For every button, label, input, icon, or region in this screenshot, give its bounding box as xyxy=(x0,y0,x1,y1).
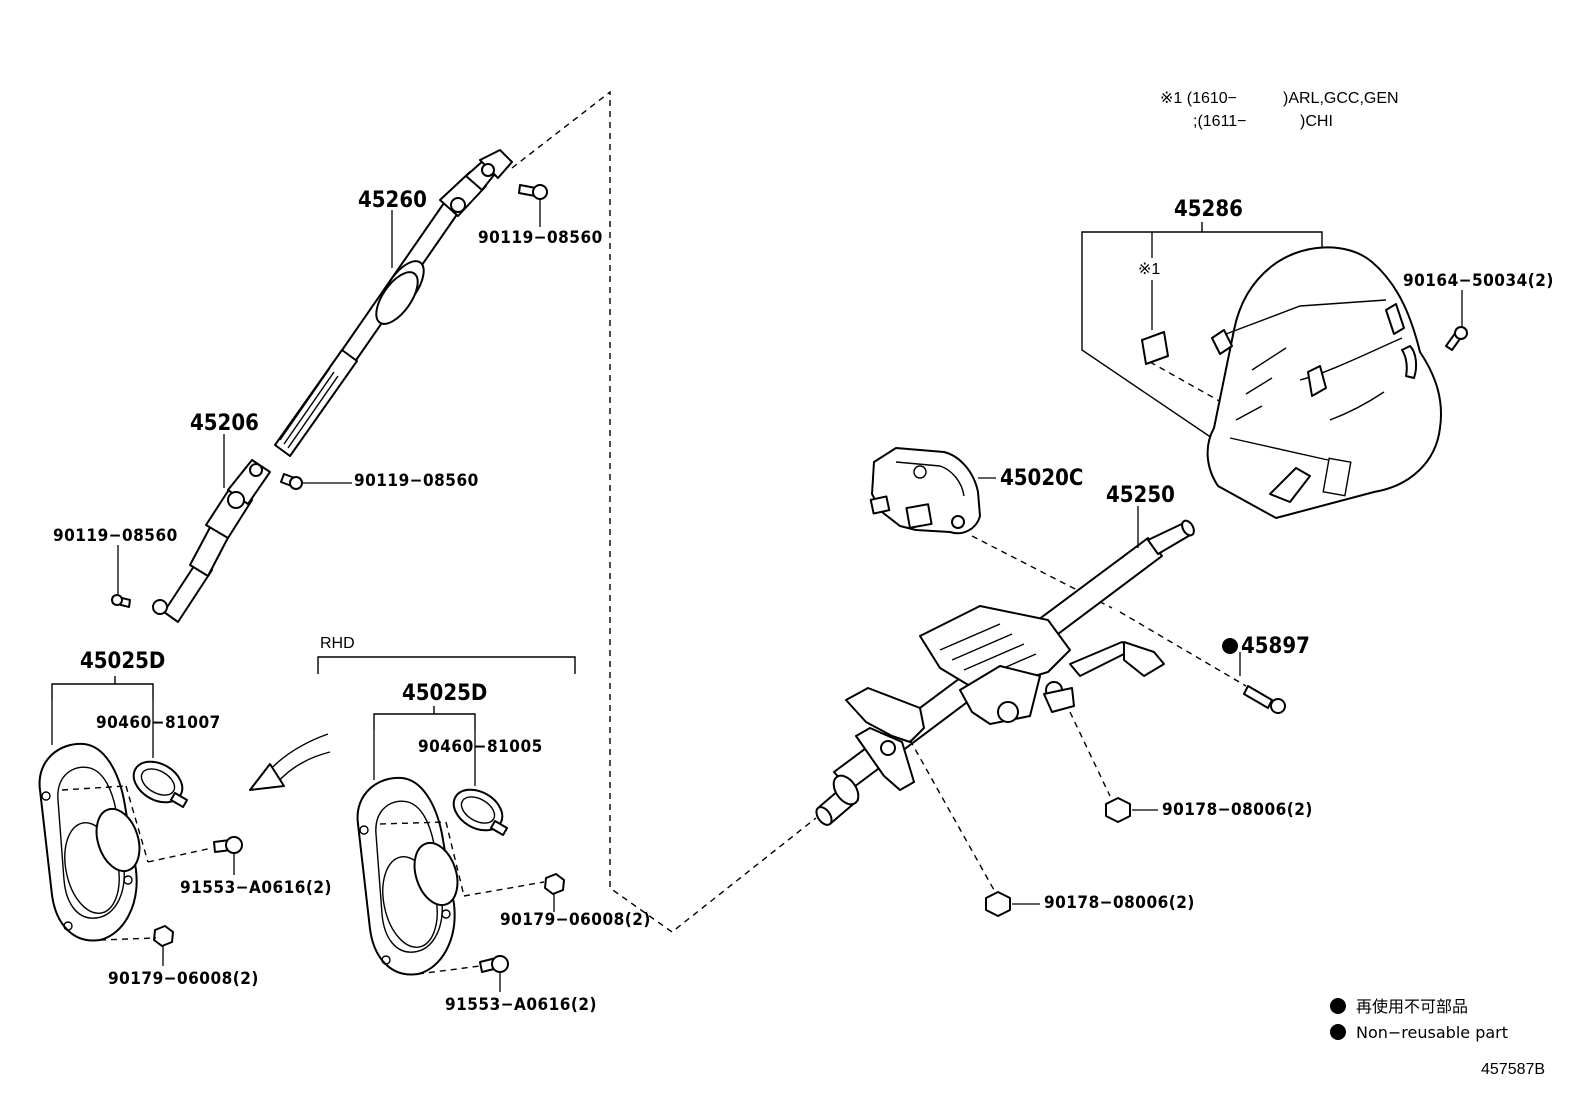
label-90179-06008-right: 90179−06008(2) xyxy=(500,910,651,930)
lock-assembly-45020c xyxy=(869,447,1113,609)
nut-icon xyxy=(544,873,565,895)
rhd-bracket xyxy=(317,656,576,674)
filled-dot-icon xyxy=(1222,638,1238,654)
label-sticker xyxy=(1141,331,1169,365)
label-45286: 45286 xyxy=(1174,197,1243,222)
legend-item-cn: 再使用不可部品 xyxy=(1356,997,1468,1016)
label-91553-a0616-left: 91553−A0616(2) xyxy=(180,878,332,898)
note-line1-mark: ※1 (1610− xyxy=(1160,90,1237,107)
label-90164-50034: 90164−50034(2) xyxy=(1403,271,1554,291)
column-hole-cover-rhd xyxy=(356,706,565,992)
note-line1-codes: )ARL,GCC,GEN xyxy=(1283,90,1399,107)
legend-item-en: Non−reusable part xyxy=(1356,1023,1508,1042)
intermediate-shaft-45260 xyxy=(274,149,548,457)
label-91553-a0616-right: 91553−A0616(2) xyxy=(445,995,597,1015)
label-90179-06008-left: 90179−06008(2) xyxy=(108,969,259,989)
clamp-icon xyxy=(452,788,509,836)
column-cover-45286 xyxy=(1081,222,1468,519)
label-45025d-right: 45025D xyxy=(402,681,487,706)
lower-shaft-45206 xyxy=(111,434,352,623)
bolt-icon xyxy=(280,473,303,490)
legend: 再使用不可部品 Non−reusable part xyxy=(1330,997,1508,1042)
label-90178-08006-upper: 90178−08006(2) xyxy=(1162,800,1313,820)
universal-joint-top xyxy=(439,149,513,217)
label-rhd: RHD xyxy=(320,635,355,652)
label-45020c: 45020C xyxy=(1000,466,1083,491)
screw-icon xyxy=(1445,326,1468,351)
nut-icon xyxy=(1105,797,1131,823)
label-90119-08560-top: 90119−08560 xyxy=(478,228,603,248)
applicability-note: ※1 (1610− )ARL,GCC,GEN ;(1611− )CHI xyxy=(1160,90,1399,130)
bolt-icon xyxy=(479,955,509,973)
arrow-icon xyxy=(249,733,331,791)
bolt-icon xyxy=(213,836,243,854)
label-90178-08006-lower: 90178−08006(2) xyxy=(1044,893,1195,913)
column-hole-cover-left xyxy=(38,676,243,966)
label-90119-08560-left: 90119−08560 xyxy=(53,526,178,546)
label-45260: 45260 xyxy=(358,188,427,213)
filled-dot-icon xyxy=(1330,998,1346,1014)
spline-icon xyxy=(279,367,339,449)
note-line2-codes: )CHI xyxy=(1300,113,1333,130)
label-90460-81005: 90460−81005 xyxy=(418,737,543,757)
label-90119-08560-mid: 90119−08560 xyxy=(354,471,479,491)
shaft-to-column-connection xyxy=(511,90,817,933)
label-45025d-left: 45025D xyxy=(80,649,165,674)
steering-column-45250 xyxy=(815,506,1286,917)
label-45897: 45897 xyxy=(1241,634,1310,659)
label-45250: 45250 xyxy=(1106,483,1175,508)
bolt-icon xyxy=(518,184,548,200)
filled-dot-icon xyxy=(1330,1024,1346,1040)
label-45206: 45206 xyxy=(190,411,259,436)
nut-icon xyxy=(153,925,174,947)
illustration-id: 457587B xyxy=(1481,1061,1545,1078)
label-90460-81007: 90460−81007 xyxy=(96,713,221,733)
bolt-icon xyxy=(1243,685,1286,714)
nut-icon xyxy=(985,891,1011,917)
note-line2-mark: ;(1611− xyxy=(1193,113,1247,130)
bolt-icon xyxy=(111,594,131,608)
non-reusable-marker-45897: 45897 xyxy=(1222,634,1310,659)
clamp-icon xyxy=(132,760,189,808)
label-mark1: ※1 xyxy=(1138,261,1160,278)
